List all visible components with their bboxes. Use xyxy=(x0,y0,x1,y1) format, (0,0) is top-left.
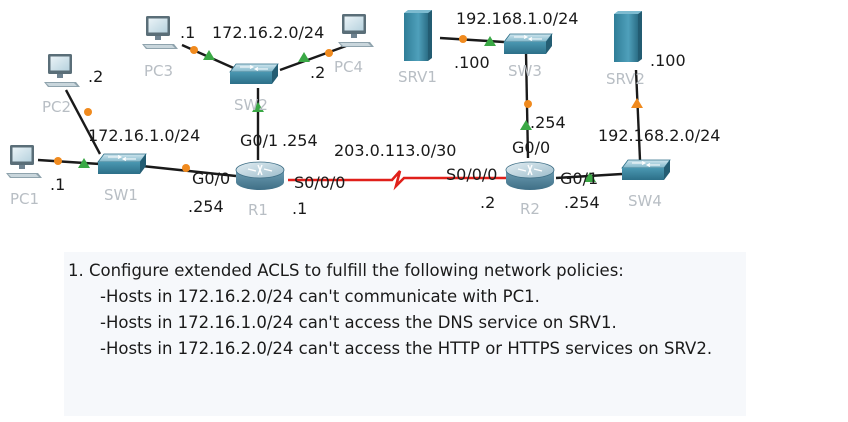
link-pc2-sw1 xyxy=(64,89,102,155)
link-serial-r1-r2 xyxy=(288,170,508,191)
interface-r1-g00: G0/0 xyxy=(192,169,230,188)
address-r1-s000: .1 xyxy=(292,199,307,218)
policy-item: -Hosts in 172.16.2.0/24 can't access the… xyxy=(100,339,713,358)
sw3-icon[interactable] xyxy=(503,33,553,55)
device-label-pc2: PC2 xyxy=(42,98,71,116)
link-pc1-sw1 xyxy=(37,158,101,166)
link-srv2-sw4 xyxy=(634,69,642,161)
address-r1-g00: .254 xyxy=(188,197,224,216)
interface-r1-s000: S0/0/0 xyxy=(294,173,345,192)
link-sw1-r1 xyxy=(141,164,237,178)
address-pc2: .2 xyxy=(88,67,103,86)
address-r2-s000: .2 xyxy=(480,193,495,212)
network-label-lan4: 192.168.2.0/24 xyxy=(598,126,720,145)
address-srv2: .100 xyxy=(650,51,686,70)
interface-r2-s000: S0/0/0 xyxy=(446,165,497,184)
device-label-srv1: SRV1 xyxy=(398,68,437,86)
r1-icon[interactable] xyxy=(235,161,285,191)
device-label-pc1: PC1 xyxy=(10,190,39,208)
network-label-lan2: 172.16.2.0/24 xyxy=(212,23,324,42)
interface-r2-g01: G0/1 xyxy=(560,169,598,188)
device-label-r2: R2 xyxy=(520,200,540,218)
device-label-sw1: SW1 xyxy=(104,186,138,204)
network-label-wan: 203.0.113.0/30 xyxy=(334,141,456,160)
address-pc4: .2 xyxy=(310,63,325,82)
pc2-icon[interactable] xyxy=(44,54,80,87)
srv1-icon[interactable] xyxy=(404,10,432,61)
policy-item: -Hosts in 172.16.2.0/24 can't communicat… xyxy=(100,287,540,306)
sw2-icon[interactable] xyxy=(229,63,279,85)
pc1-icon[interactable] xyxy=(6,145,42,178)
address-pc1: .1 xyxy=(50,175,65,194)
port-indicators xyxy=(54,35,643,182)
device-label-sw3: SW3 xyxy=(508,62,542,80)
r2-icon[interactable] xyxy=(505,161,555,191)
address-r1-g01: .254 xyxy=(282,131,318,150)
pc3-icon[interactable] xyxy=(142,16,178,49)
device-label-sw4: SW4 xyxy=(628,192,662,210)
network-topology-diagram: 172.16.1.0/24 172.16.2.0/24 203.0.113.0/… xyxy=(6,9,720,219)
sw4-icon[interactable] xyxy=(621,159,671,181)
address-srv1: .100 xyxy=(454,53,490,72)
address-pc3: .1 xyxy=(180,23,195,42)
srv2-icon[interactable] xyxy=(614,11,642,62)
device-label-pc4: PC4 xyxy=(334,58,363,76)
interface-r2-g00: G0/0 xyxy=(512,138,550,157)
device-label-srv2: SRV2 xyxy=(606,70,645,88)
network-label-lan1: 172.16.1.0/24 xyxy=(88,126,200,145)
task-heading: 1. Configure extended ACLS to fulfill th… xyxy=(68,261,624,280)
network-label-lan3: 192.168.1.0/24 xyxy=(456,9,578,28)
interface-r1-g01: G0/1 xyxy=(240,131,278,150)
address-r2-g00: .254 xyxy=(530,113,566,132)
link-pc4-sw2 xyxy=(279,44,347,72)
policy-item: -Hosts in 172.16.1.0/24 can't access the… xyxy=(100,313,617,332)
pc4-icon[interactable] xyxy=(338,14,374,47)
device-label-sw2: SW2 xyxy=(234,96,268,114)
instructions-panel: 1. Configure extended ACLS to fulfill th… xyxy=(64,252,746,416)
address-r2-g01: .254 xyxy=(564,193,600,212)
device-label-pc3: PC3 xyxy=(144,62,173,80)
link-srv1-sw3 xyxy=(439,36,505,44)
device-label-r1: R1 xyxy=(248,201,268,219)
sw1-icon[interactable] xyxy=(97,153,147,175)
